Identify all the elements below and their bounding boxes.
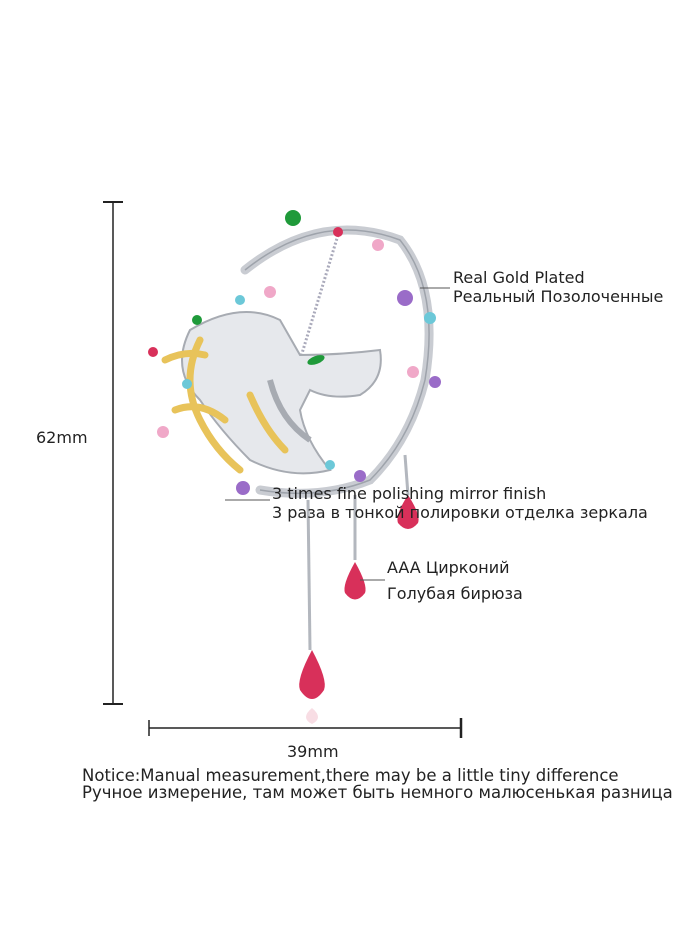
plating-label-ru: Реальный Позолоченные xyxy=(453,287,664,306)
brooch-image xyxy=(148,210,441,724)
finish-label-en: 3 times fine polishing mirror finish xyxy=(272,484,547,503)
notice-en: Notice:Manual measurement,there may be a… xyxy=(82,766,619,785)
width-label: 39mm xyxy=(287,742,339,761)
plating-label-en: Real Gold Plated xyxy=(453,268,585,287)
height-label: 62mm xyxy=(36,428,88,447)
stone-label-line1: AAA Цирконий xyxy=(387,558,510,577)
finish-label-ru: 3 раза в тонкой полировки отделка зеркал… xyxy=(272,503,648,522)
width-dimension-line xyxy=(148,718,463,738)
notice-ru: Ручное измерение, там может быть немного… xyxy=(82,783,673,802)
stone-label-line2: Голубая бирюза xyxy=(387,584,523,603)
height-dimension-line xyxy=(103,201,123,705)
